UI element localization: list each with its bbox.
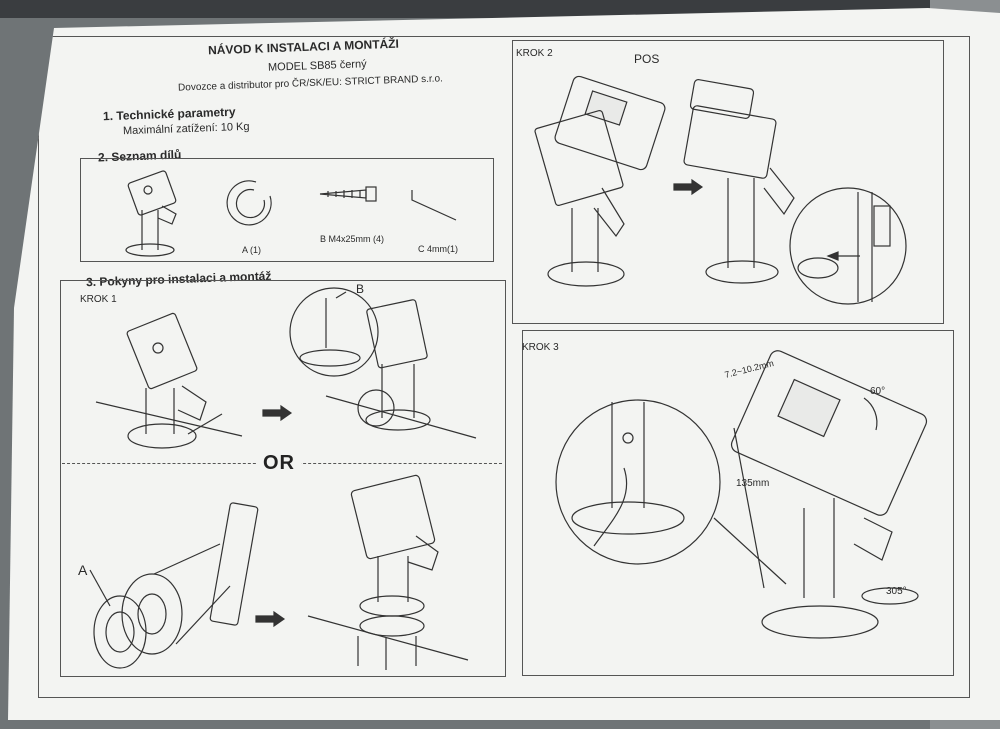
krok3-cable-detail-drawing — [555, 399, 787, 585]
krok3-adjusted-terminal-drawing — [730, 350, 928, 639]
krok2-pos-terminal-drawing — [534, 75, 666, 287]
krok1-label: KROK 1 — [80, 294, 117, 305]
screw-part-b-icon — [319, 186, 377, 202]
arrow-right-2-icon — [255, 610, 286, 628]
sheet-border — [38, 36, 970, 698]
krok2-detail-zoom-drawing — [789, 187, 907, 305]
krok2-label: KROK 2 — [516, 48, 553, 59]
arrow-right-icon — [262, 404, 293, 422]
pos-label: POS — [634, 52, 660, 66]
part-c-label: C 4mm(1) — [418, 244, 458, 254]
krok3-box — [522, 330, 954, 676]
parts-list-box — [80, 158, 494, 262]
hex-key-part-c-icon — [411, 190, 457, 221]
tilt-angle-label: 60° — [870, 386, 886, 397]
krok1-screw-detail-drawing — [289, 287, 477, 439]
krok1-stand-drawing — [95, 312, 243, 449]
callout-b-label: B — [356, 282, 365, 296]
krok1-box — [60, 280, 506, 677]
part-a-label: A (1) — [242, 245, 262, 255]
height-dimension-label: 135mm — [736, 478, 770, 489]
part-b-label: B M4x25mm (4) — [320, 234, 385, 244]
rotation-angle-label: 305° — [886, 586, 907, 597]
krok1-base-mount-drawing — [307, 474, 469, 670]
krok2-mounted-terminal-drawing — [683, 79, 795, 284]
stand-parts-illustration — [125, 170, 177, 257]
ring-part-a-icon — [226, 180, 272, 226]
instruction-sheet: NÁVOD K INSTALACI A MONTÁŽI MODEL SB85 č… — [8, 8, 1000, 720]
krok3-label: KROK 3 — [522, 342, 559, 353]
callout-a-label: A — [78, 562, 88, 578]
krok1-ring-mount-drawing — [89, 502, 259, 669]
or-label: OR — [257, 452, 301, 475]
krok2-box — [512, 40, 944, 324]
arrow-right-3-icon — [673, 178, 704, 196]
